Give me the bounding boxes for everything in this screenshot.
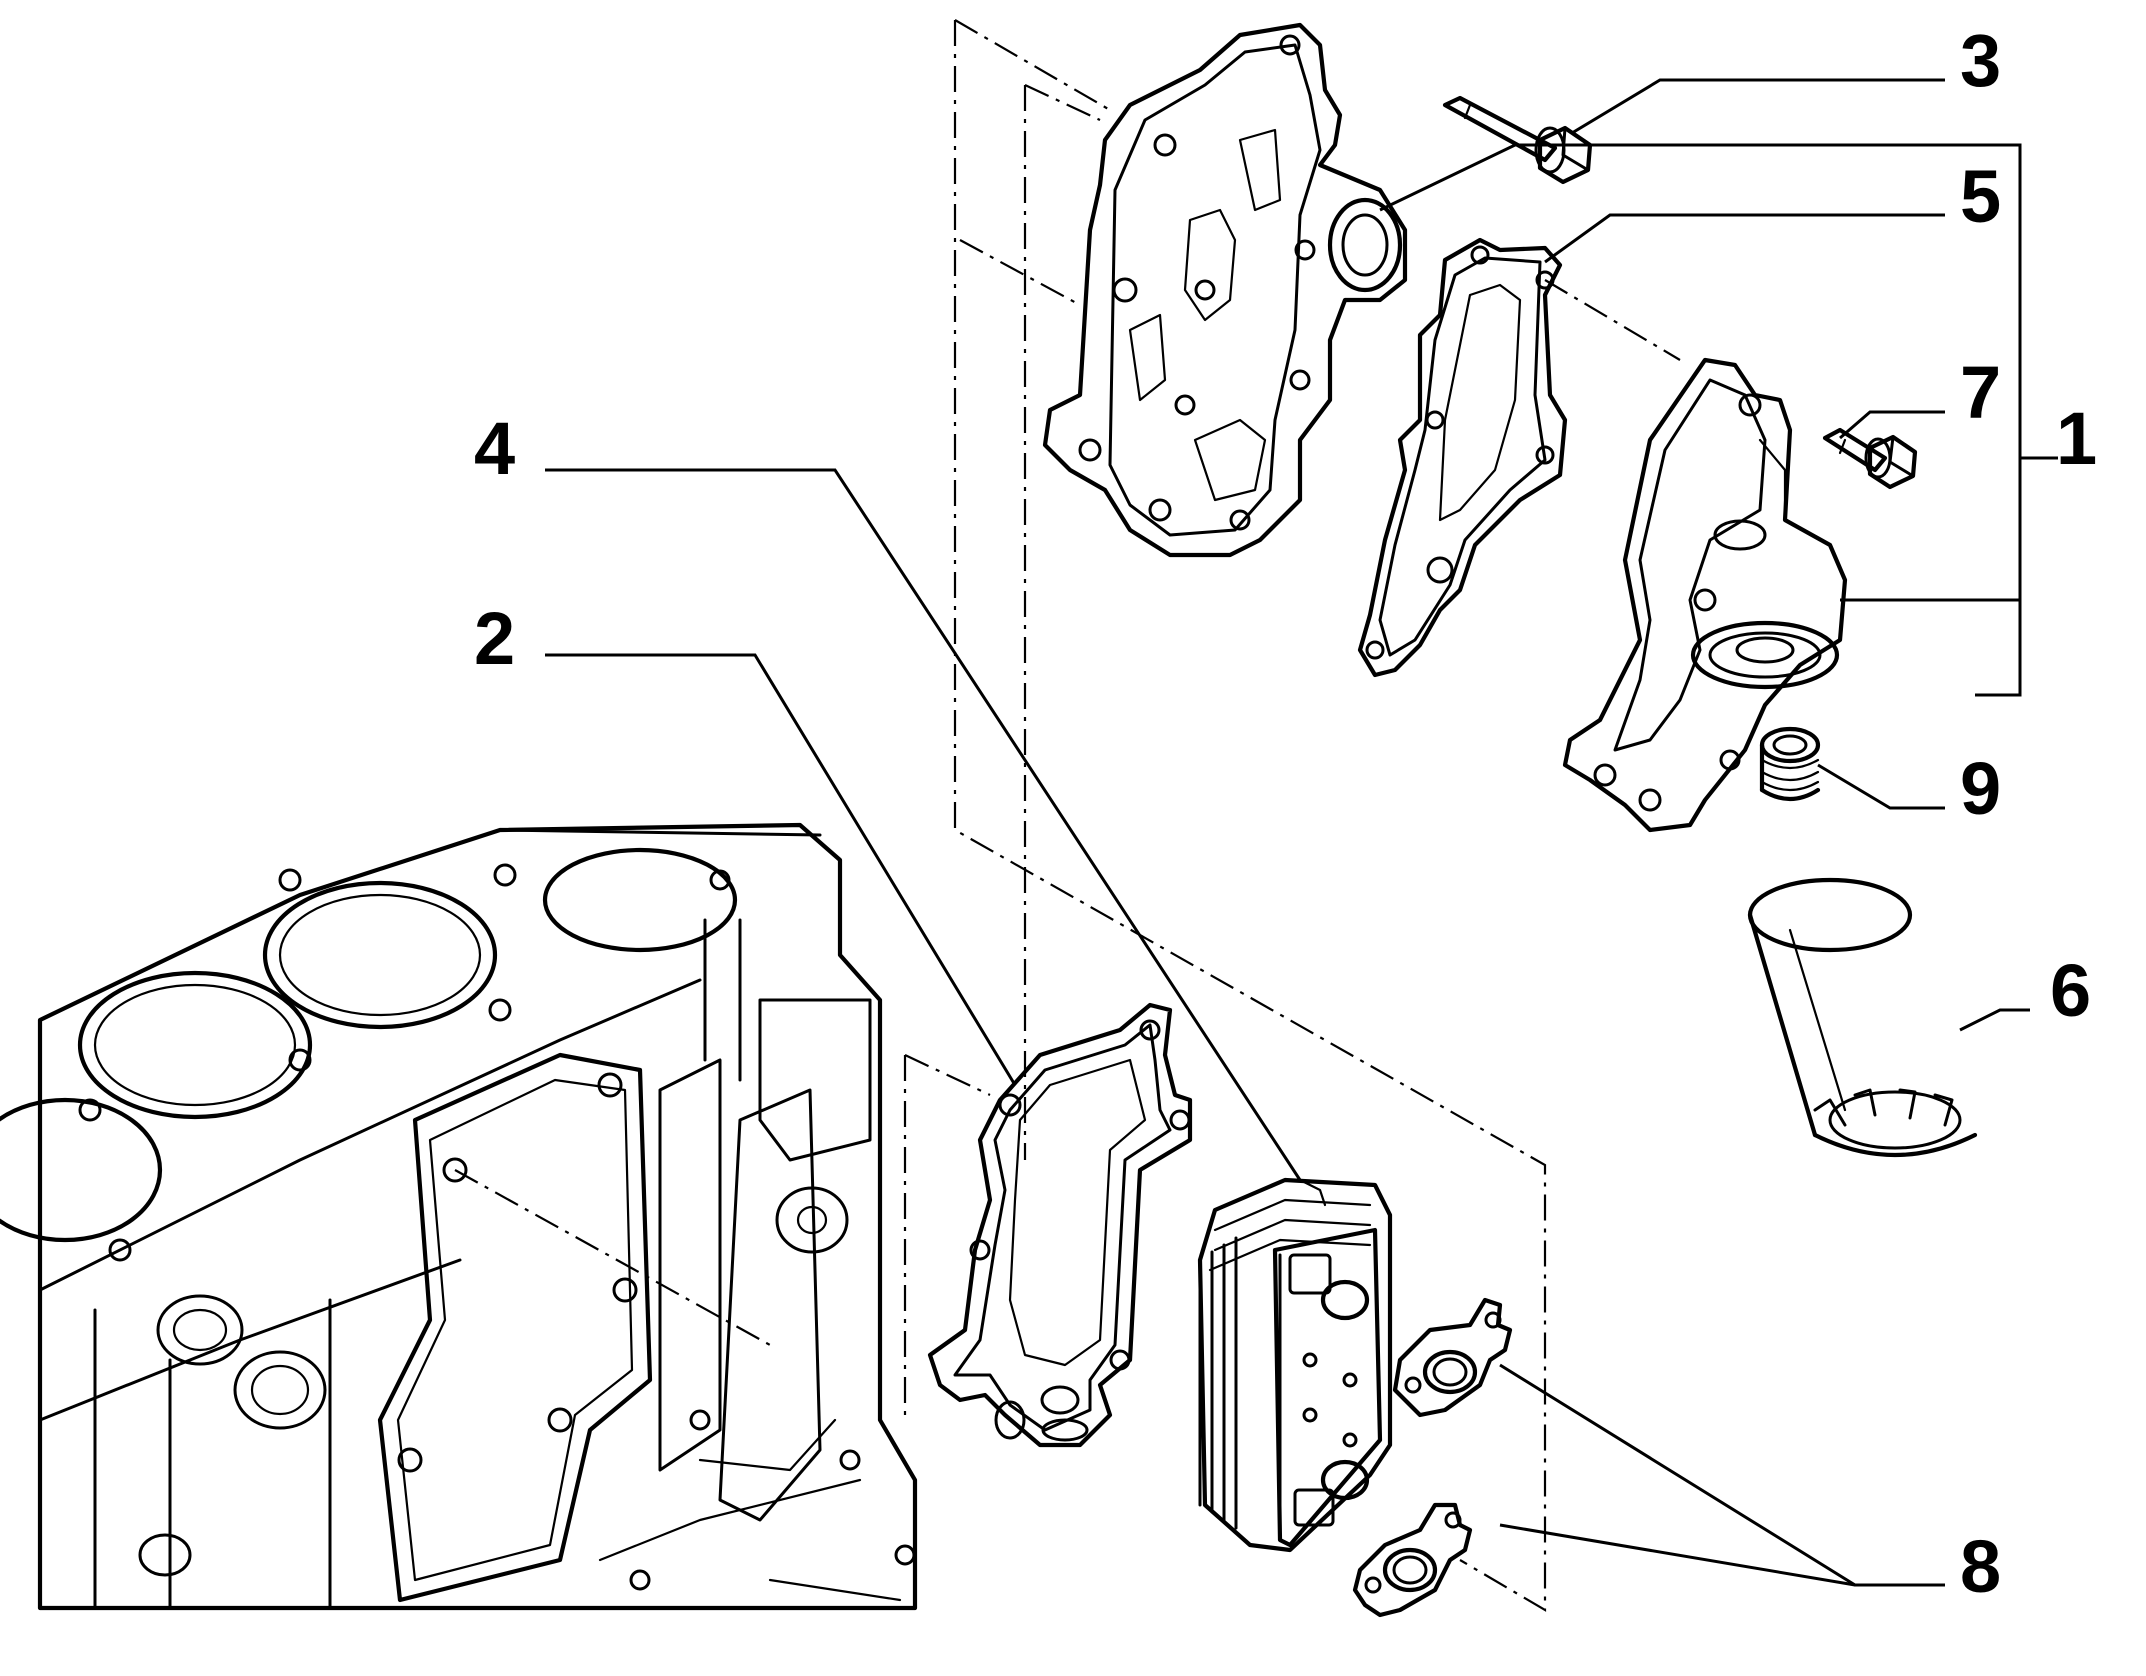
leader-7 — [1839, 410, 1945, 440]
part-8-seal-upper — [1392, 1297, 1513, 1418]
callout-4: 4 — [474, 407, 515, 490]
leader-2 — [545, 653, 1017, 1086]
leader-3 — [1571, 78, 1945, 135]
callout-labels: 1 2 3 4 5 6 7 8 9 — [474, 19, 2097, 1608]
part-6-oil-filter — [1747, 877, 1978, 1158]
leader-1-to-housing — [1379, 143, 2020, 212]
callout-7: 7 — [1960, 351, 2001, 434]
callout-5: 5 — [1960, 155, 2001, 238]
callout-1: 1 — [2056, 397, 2097, 480]
part-5-gasket — [1357, 237, 1568, 678]
part-1-filter-head — [1562, 357, 1848, 833]
leader-5 — [1544, 213, 1945, 264]
leader-4 — [545, 468, 1302, 1181]
leader-9 — [1817, 763, 1945, 810]
part-8-seal-lower — [1352, 1502, 1473, 1618]
callout-9: 9 — [1960, 747, 2001, 830]
part-7-bolt — [1822, 427, 1918, 490]
assembly-guide-lines — [454, 19, 1681, 1612]
leader-8 — [1499, 1363, 1945, 1587]
callout-2: 2 — [474, 597, 515, 680]
callout-3: 3 — [1960, 19, 2001, 102]
callout-6: 6 — [2050, 949, 2091, 1032]
part-3-bolt — [1442, 95, 1593, 185]
part-2-gasket — [927, 1002, 1193, 1448]
part-9-fitting — [1759, 726, 1821, 802]
callout-8: 8 — [1960, 1525, 2001, 1608]
leader-lines — [545, 78, 2058, 1587]
part-1-filter-housing — [1042, 22, 1408, 558]
leader-6 — [1959, 1008, 2030, 1032]
part-4-oil-cooler — [1197, 1177, 1393, 1553]
engine-block — [0, 822, 918, 1611]
